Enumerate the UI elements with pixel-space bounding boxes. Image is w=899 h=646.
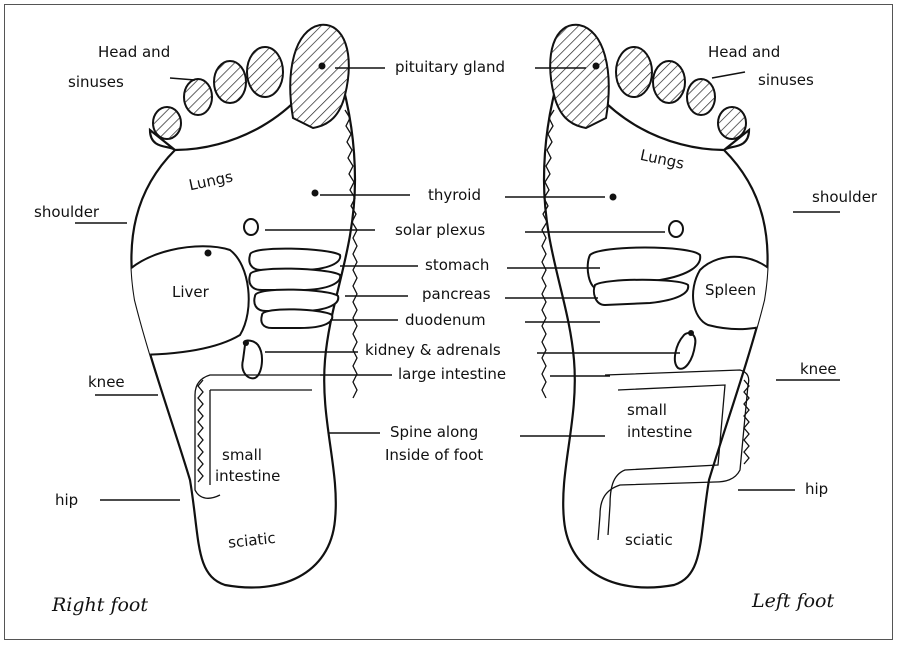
right-solar-plexus-circle (244, 219, 258, 235)
label-spleen: Spleen (705, 281, 756, 299)
label-hip-right: hip (55, 491, 78, 509)
label-duodenum: duodenum (405, 311, 486, 329)
right-thyroid-dot (312, 190, 319, 197)
label-knee-left: knee (800, 360, 837, 378)
label-large-intestine: large intestine (398, 365, 506, 383)
left-thyroid-dot (610, 194, 617, 201)
right-pituitary-dot (319, 63, 326, 70)
label-head-sinuses-right-2: sinuses (68, 73, 124, 91)
right-liver-dot (205, 250, 212, 257)
label-sciatic-left: sciatic (625, 531, 673, 549)
label-small-intestine-right-1: small (222, 446, 262, 464)
label-kidney: kidney & adrenals (365, 341, 501, 359)
label-pancreas: pancreas (422, 285, 491, 303)
label-pituitary: pituitary gland (395, 58, 505, 76)
label-solar-plexus: solar plexus (395, 221, 485, 239)
right-foot-toes (153, 25, 349, 139)
label-spine-1: Spine along (390, 423, 478, 441)
right-kidney (242, 340, 262, 378)
label-small-intestine-right-2: intestine (215, 467, 280, 485)
left-solar-plexus-circle (669, 221, 683, 237)
left-foot (542, 25, 840, 588)
label-spine-2: Inside of foot (385, 446, 483, 464)
left-foot-toes (550, 25, 746, 139)
label-head-sinuses-left-2: sinuses (758, 71, 814, 89)
label-stomach: stomach (425, 256, 489, 274)
left-pituitary-dot (593, 63, 600, 70)
label-small-intestine-left-2: intestine (627, 423, 692, 441)
label-shoulder-right: shoulder (34, 203, 100, 221)
right-foot (75, 25, 357, 588)
label-hip-left: hip (805, 480, 828, 498)
label-head-sinuses-left-1: Head and (708, 43, 780, 61)
label-left-foot: Left foot (751, 590, 834, 612)
label-small-intestine-left-1: small (627, 401, 667, 419)
label-thyroid: thyroid (428, 186, 481, 204)
label-right-foot: Right foot (51, 594, 148, 616)
label-head-sinuses-right-1: Head and (98, 43, 170, 61)
label-liver: Liver (172, 283, 210, 301)
label-knee-right: knee (88, 373, 125, 391)
label-shoulder-left: shoulder (812, 188, 878, 206)
